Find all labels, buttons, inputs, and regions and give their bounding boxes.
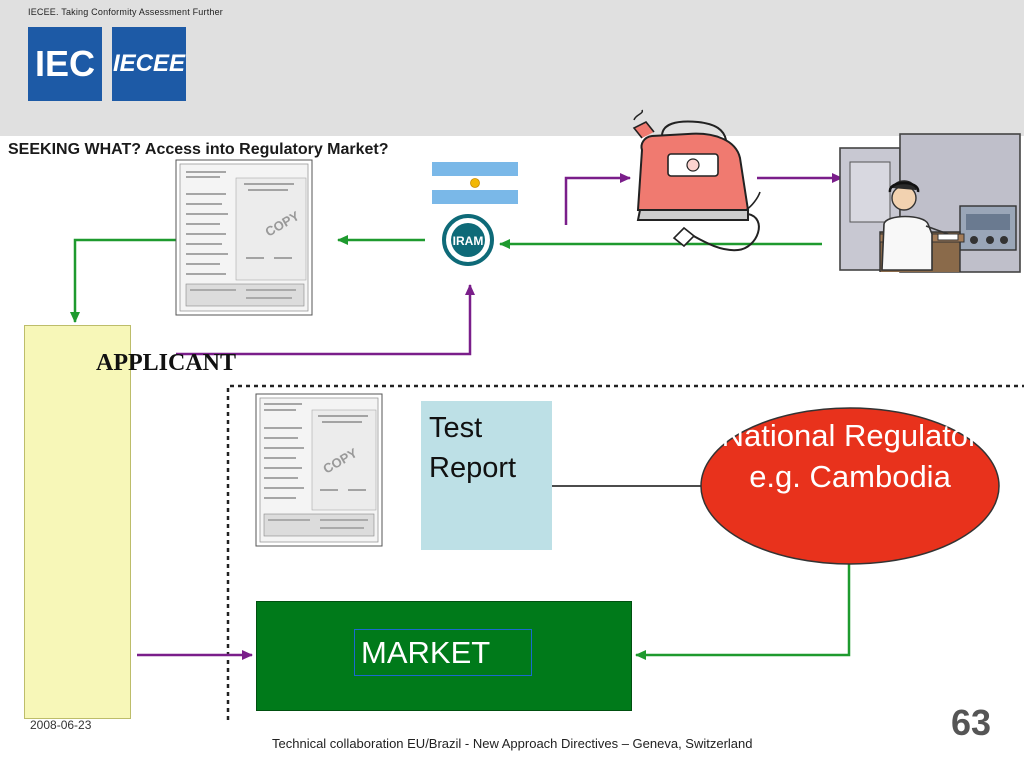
- arrow-applicant-to-iram: [176, 284, 475, 356]
- arrow-regulator-to-market: [635, 562, 851, 660]
- iecee-logo: IECEE: [112, 27, 186, 101]
- market-box: [256, 601, 632, 711]
- applicant-box: [24, 325, 131, 719]
- argentina-flag-icon: [432, 162, 518, 204]
- svg-text:IRAM: IRAM: [453, 234, 484, 248]
- test-report-box: Test Report: [421, 401, 552, 550]
- electric-iron-icon: [632, 109, 761, 252]
- certificate-copy-icon-2: COPY: [255, 393, 383, 547]
- iec-logo: IEC: [28, 27, 102, 101]
- page-number: 63: [951, 702, 992, 743]
- national-regulator-label: National Regulator e.g. Cambodia: [721, 418, 979, 494]
- iram-seal-icon: IRAM: [442, 214, 494, 266]
- market-label: MARKET: [354, 629, 532, 676]
- slide-title: SEEKING WHAT? Access into Regulatory Mar…: [8, 141, 389, 158]
- slide-date: 2008-06-23: [30, 718, 92, 732]
- arrow-to-iron: [564, 173, 631, 225]
- arrow-certificate-to-applicant: [70, 238, 178, 323]
- national-regulator-ellipse: [700, 407, 1000, 565]
- applicant-label: APPLICANT: [96, 350, 237, 376]
- certificate-copy-icon: COPY: [175, 159, 313, 316]
- dashed-boundary: [226, 384, 1024, 720]
- lab-technician-icon: [839, 133, 1021, 273]
- slide-footer: Technical collaboration EU/Brazil - New …: [272, 736, 753, 751]
- header-tagline: IECEE. Taking Conformity Assessment Furt…: [28, 7, 224, 17]
